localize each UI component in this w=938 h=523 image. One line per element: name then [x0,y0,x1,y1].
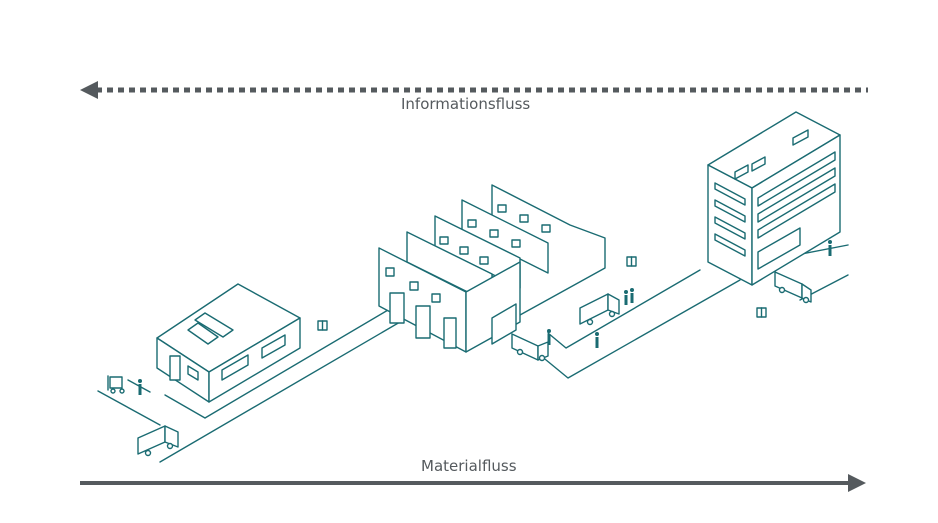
forklift-icon [107,375,125,394]
person-icon [828,240,832,256]
material-flow-arrow [80,474,866,492]
information-flow-arrow [80,81,868,99]
office-tower-icon [707,111,841,286]
information-flow-label: Informationsfluss [401,95,531,113]
person-icon [547,329,551,345]
person-icon [595,332,599,348]
package-icon [756,307,767,318]
material-flow-label: Materialfluss [421,457,517,475]
truck-icon [511,333,549,362]
large-factory-icon [378,184,606,353]
small-factory-icon [156,283,301,403]
person-icon [624,290,628,305]
package-icon [626,256,637,267]
person-icon [138,379,142,395]
truck-icon [774,271,812,304]
package-icon [317,320,328,331]
truck-icon [579,293,620,326]
person-icon [630,288,634,303]
truck-icon [137,425,179,457]
